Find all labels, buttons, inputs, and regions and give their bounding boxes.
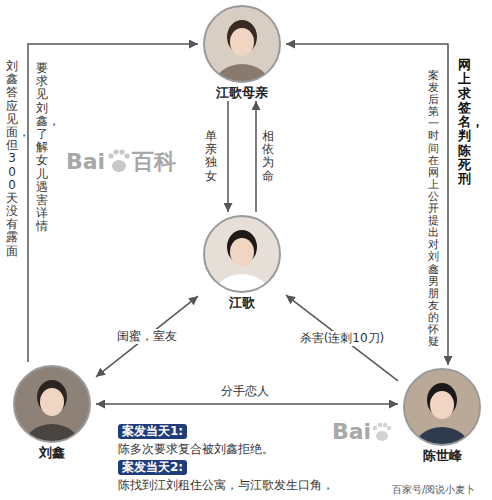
paw-watermark: [373, 423, 391, 441]
source-watermark: 百家号/阅说小麦卜: [392, 484, 475, 496]
photo-ring: [204, 216, 280, 292]
relation-connector: [96, 403, 398, 405]
photo-face: [230, 28, 254, 56]
photo-content: [202, 214, 282, 294]
watermark: 百科: [132, 150, 176, 174]
photo-content: [12, 364, 92, 444]
person-name: 江歌: [198, 295, 286, 311]
watermark: Bai: [332, 420, 371, 444]
photo-ring: [14, 366, 90, 442]
portrait-photo: [12, 364, 92, 444]
person-node: 刘鑫: [8, 362, 96, 461]
photo-face: [230, 238, 254, 266]
person-node: 陈世峰: [398, 365, 486, 464]
person-name: 刘鑫: [8, 445, 96, 461]
person-name: 江歌母亲: [198, 85, 286, 101]
relation-label: 闺蜜，室友: [115, 329, 179, 344]
relation-connector: [227, 101, 229, 212]
edge-note: 刘鑫答应见面，但300天没有露面: [6, 60, 18, 258]
event-heading: 案发当天1:: [118, 424, 187, 439]
person-node: 江歌: [198, 212, 286, 311]
relation-connector: [286, 295, 398, 381]
relation-connector: [96, 296, 198, 377]
person-name: 陈世峰: [398, 448, 486, 464]
edge-note: 案发后第一时间在网上公开提出对刘鑫男朋友的怀疑: [428, 70, 439, 348]
photo-content: [402, 367, 482, 447]
portrait-photo: [402, 367, 482, 447]
relation-label: 单亲独女: [205, 130, 217, 183]
event-text: 陈找到江刘租住公寓，与江歌发生口角，: [118, 478, 334, 493]
portrait-photo: [202, 214, 282, 294]
portrait-photo: [202, 4, 282, 84]
event-text: 陈多次要求复合被刘鑫拒绝。: [118, 442, 274, 457]
relation-label: 杀害(连刺10刀): [298, 331, 387, 346]
relation-connector: [286, 44, 448, 365]
photo-face: [40, 388, 64, 416]
relation-label: 相依为命: [262, 130, 274, 183]
relation-label: 分手恋人: [219, 384, 271, 399]
photo-ring: [204, 6, 280, 82]
person-node: 江歌母亲: [198, 2, 286, 101]
photo-face: [430, 391, 454, 419]
relation-connector: [255, 101, 257, 212]
watermark: Bai: [66, 150, 105, 174]
relation-label: 要求见刘鑫，了解女儿遇害详情: [36, 62, 48, 233]
relation-label: 网上求签名，判陈死刑: [458, 58, 471, 187]
photo-content: [202, 4, 282, 84]
relation-connector: [28, 44, 198, 362]
paw-watermark: [108, 149, 129, 172]
photo-ring: [404, 369, 480, 445]
event-heading: 案发当天2:: [118, 460, 187, 475]
